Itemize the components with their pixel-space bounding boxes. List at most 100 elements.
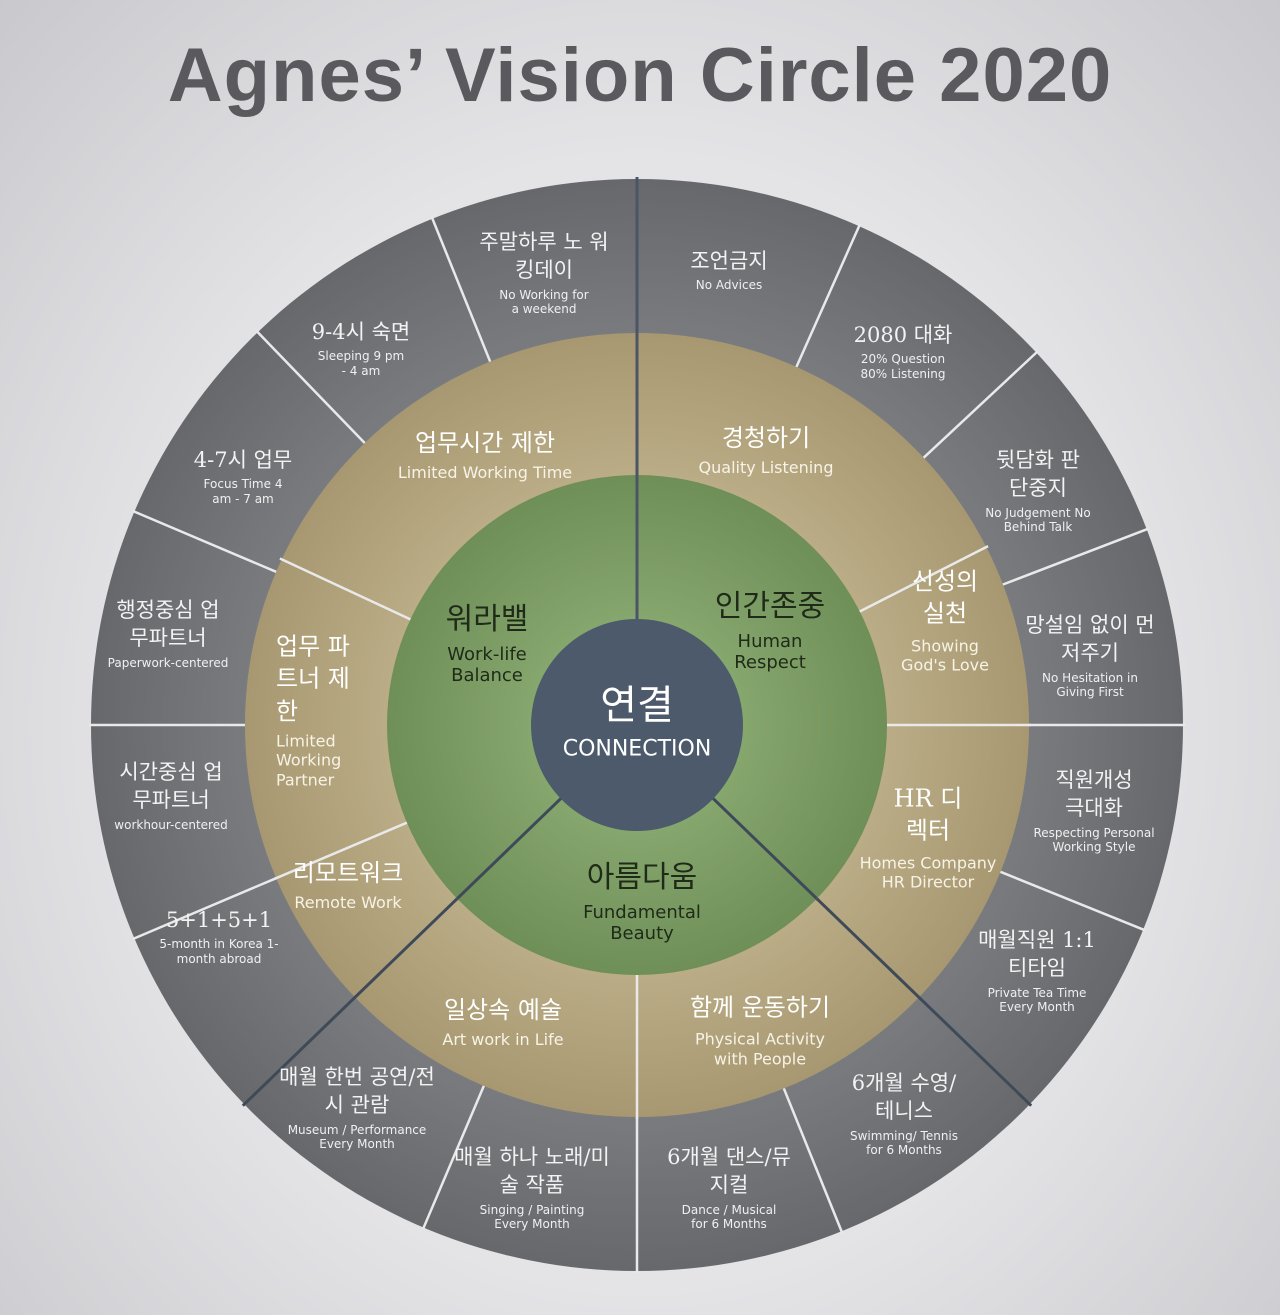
outer-divider-line (430, 216, 492, 363)
outer-label-dance: 6개월 댄스/뮤지컬 Dance / Musical for 6 Months (664, 1143, 794, 1231)
outer-label-no-advices: 조언금지 No Advices (690, 247, 767, 293)
center-label-ko: 연결 (600, 682, 674, 729)
outer-label-en: workhour-centered (114, 817, 228, 832)
middle-label-partner: 업무 파트너 제한 Limited Working Partner (276, 631, 356, 790)
middle-label-hr-director: HR 디렉터 Homes Company HR Director (853, 782, 1003, 891)
inner-label-ko: 아름다움 (586, 860, 698, 896)
outer-label-2080: 2080 대화 20% Question 80% Listening (853, 321, 953, 381)
inner-label-human-respect: 인간존중 Human Respect (715, 590, 825, 674)
outer-label-en: Swimming/ Tennis for 6 Months (849, 1128, 959, 1157)
middle-label-en: Limited Working Time (397, 463, 573, 483)
outer-label-focus-time: 4-7시 업무 Focus Time 4 am - 7 am (193, 446, 293, 506)
inner-label-en: Work-life Balance (447, 643, 527, 687)
outer-label-en: No Working for a weekend (499, 287, 589, 316)
middle-label-en: Art work in Life (442, 1030, 564, 1050)
outer-label-swimming: 6개월 수영/테니스 Swimming/ Tennis for 6 Months (849, 1069, 959, 1157)
outer-label-ko: 6개월 댄스/뮤지컬 (667, 1144, 791, 1198)
middle-label-ko: 리모트워크 (292, 859, 404, 888)
outer-label-workhour: 시간중심 업무파트너 workhour-centered (111, 758, 231, 832)
outer-divider-line (132, 877, 277, 941)
inner-label-beauty: 아름다움 Fundamental Beauty (572, 861, 712, 945)
middle-label-physical: 함께 운동하기 Physical Activity with People (685, 992, 835, 1069)
outer-label-ko: 뒷담화 판단중지 (996, 447, 1080, 501)
outer-label-ko: 5+1+5+1 (165, 907, 273, 932)
outer-label-ko: 주말하루 노 워킹데이 (479, 229, 609, 283)
middle-label-remote: 리모트워크 Remote Work (293, 857, 403, 913)
outer-label-tea-time: 매월직원 1:1 티타임 Private Tea Time Every Mont… (977, 926, 1097, 1014)
outer-divider-line (1002, 527, 1150, 586)
axis-line-lower-left (241, 897, 459, 1107)
outer-label-giving-first: 망설임 없이 먼저주기 No Hesitation in Giving Firs… (1025, 611, 1155, 699)
outer-divider-line (421, 1085, 485, 1230)
outer-label-en: Dance / Musical for 6 Months (681, 1202, 777, 1231)
outer-label-ko: 4-7시 업무 (193, 447, 293, 472)
outer-label-en: No Advices (695, 278, 763, 293)
outer-label-ko: 직원개성 극대화 (1055, 767, 1133, 821)
outer-label-5151: 5+1+5+1 5-month in Korea 1-month abroad (159, 906, 279, 966)
center-label: 연결 CONNECTION (563, 682, 712, 761)
page-title: Agnes’ Vision Circle 2020 (167, 33, 1113, 118)
outer-label-paperwork: 행정중심 업무파트너 Paperwork-centered (108, 596, 229, 670)
middle-divider-line (859, 545, 989, 613)
outer-label-en: Focus Time 4 am - 7 am (203, 477, 283, 506)
inner-label-en: Human Respect (734, 630, 806, 674)
inner-label-ko: 인간존중 (714, 589, 826, 625)
axis-line-lower-right (815, 897, 1033, 1107)
outer-label-museum: 매월 한번 공연/전시 관람 Museum / Performance Ever… (277, 1063, 437, 1151)
middle-label-ko: 경청하기 (721, 424, 811, 453)
middle-label-ko: 업무시간 제한 (414, 429, 556, 458)
middle-label-en: Showing God's Love (901, 636, 989, 675)
middle-label-listening: 경청하기 Quality Listening (699, 422, 834, 478)
middle-label-art: 일상속 예술 Art work in Life (442, 994, 563, 1050)
outer-label-en: Private Tea Time Every Month (987, 985, 1087, 1014)
outer-label-ko: 매월 하나 노래/미술 작품 (454, 1144, 610, 1198)
middle-label-ko: 함께 운동하기 (689, 993, 831, 1022)
center-label-en: CONNECTION (562, 736, 712, 762)
outer-label-en: 20% Question 80% Listening (860, 352, 946, 381)
outer-divider-line (999, 870, 1146, 932)
outer-label-en: No Hesitation in Giving First (1042, 670, 1138, 699)
outer-label-ko: 6개월 수영/테니스 (851, 1070, 957, 1124)
inner-label-en: Fundamental Beauty (583, 901, 701, 945)
middle-label-en: Homes Company HR Director (859, 853, 997, 892)
outer-label-ko: 2080 대화 (853, 322, 953, 347)
middle-label-ko: 일상속 예술 (443, 996, 563, 1025)
middle-label-en: Remote Work (294, 893, 402, 913)
outer-label-ko: 9-4시 숙면 (311, 319, 411, 344)
outer-label-no-judgement: 뒷담화 판단중지 No Judgement No Behind Talk (983, 446, 1093, 534)
outer-label-en: Respecting Personal Working Style (1033, 825, 1155, 854)
outer-divider-line (922, 350, 1039, 459)
inner-divider-line (707, 793, 820, 902)
outer-label-ko: 망설임 없이 먼저주기 (1025, 612, 1155, 666)
middle-label-ko: 신성의 실천 (911, 567, 979, 628)
outer-label-ko: 행정중심 업무파트너 (116, 597, 220, 651)
outer-label-en: Paperwork-centered (107, 655, 229, 670)
middle-label-en: Physical Activity with People (694, 1030, 825, 1069)
outer-label-ko: 매월직원 1:1 티타임 (978, 927, 1096, 981)
inner-label-work-life: 워라밸 Work-life Balance (437, 603, 537, 687)
inner-divider-line (454, 793, 567, 902)
middle-label-en: Limited Working Partner (276, 731, 342, 790)
outer-label-personal-style: 직원개성 극대화 Respecting Personal Working Sty… (1019, 766, 1169, 854)
inner-label-ko: 워라밸 (445, 602, 529, 638)
outer-divider-line (132, 509, 277, 573)
outer-label-weekend: 주말하루 노 워킹데이 No Working for a weekend (479, 228, 609, 316)
core-circle (531, 619, 743, 831)
outer-label-en: No Judgement No Behind Talk (985, 505, 1091, 534)
middle-divider-line (273, 821, 408, 881)
middle-label-working-time: 업무시간 제한 Limited Working Time (398, 427, 572, 483)
outer-label-en: 5-month in Korea 1-month abroad (159, 937, 279, 966)
outer-divider-line (255, 329, 366, 444)
middle-divider-line (279, 557, 411, 621)
outer-label-singing: 매월 하나 노래/미술 작품 Singing / Painting Every … (452, 1143, 612, 1231)
outer-label-ko: 매월 한번 공연/전시 관람 (279, 1064, 435, 1118)
outer-label-en: Museum / Performance Every Month (287, 1122, 427, 1151)
outer-label-en: Singing / Painting Every Month (479, 1202, 585, 1231)
middle-label-ko: 업무 파트너 제한 (276, 632, 350, 726)
outer-label-ko: 조언금지 (690, 249, 768, 274)
middle-label-en: Quality Listening (698, 458, 834, 478)
outer-label-en: Sleeping 9 pm - 4 am (317, 349, 405, 378)
middle-label-gods-love: 신성의 실천 Showing God's Love (895, 565, 995, 674)
middle-label-ko: HR 디렉터 (893, 784, 963, 845)
